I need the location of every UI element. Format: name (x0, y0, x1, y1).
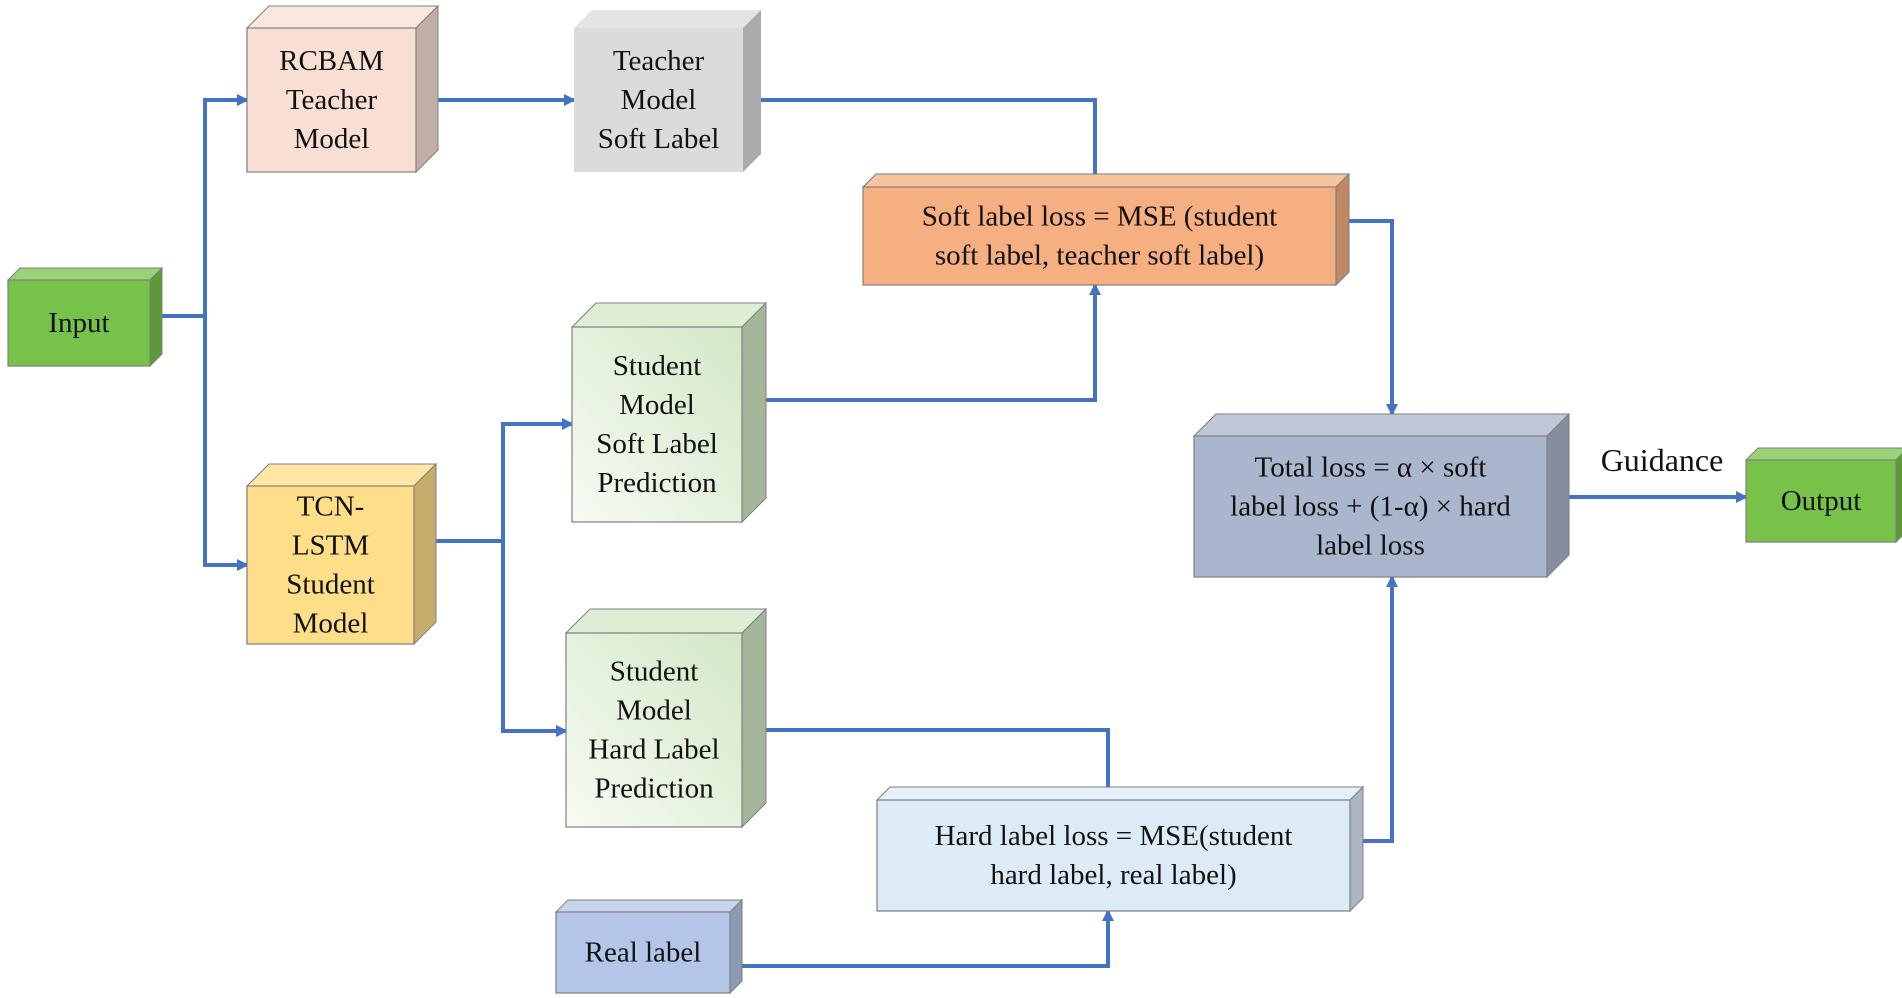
real-label-box-top-face (554, 899, 744, 913)
student-soft-prediction-box-top-face (570, 302, 768, 328)
teacher-soft-label-box-front-face (574, 28, 743, 172)
teacher-model-box-top-face (245, 5, 440, 29)
real-label-box-side-face (729, 898, 743, 995)
teacher-model-box-side-face (415, 4, 439, 174)
student-soft-prediction-box-side-face (741, 301, 767, 524)
student-model-box-side-face (413, 462, 437, 646)
student-soft-prediction-box-front-face (571, 326, 743, 523)
input-box-top-face (6, 267, 164, 281)
total-loss-box-front-face (1193, 435, 1548, 578)
soft-label-loss-box-label-line: Soft label loss = MSE (student (922, 201, 1278, 233)
soft-label-loss-box-front-face (862, 186, 1337, 286)
hard-label-loss-box-side-face (1349, 785, 1364, 913)
total-loss-box-side-face (1546, 412, 1570, 579)
student-hard-prediction-box-top-face (564, 608, 768, 634)
teacher-model-box-label-line: Teacher (286, 84, 378, 116)
hard-label-loss-box: Hard label loss = MSE(student hard label,… (875, 785, 1365, 913)
soft-label-loss-box-label-line: soft label, teacher soft label) (935, 240, 1264, 272)
soft-label-loss-box: Soft label loss = MSE (student soft label… (861, 172, 1351, 287)
input-box-front-face (7, 279, 151, 367)
teacher-model-box-front-face (246, 27, 417, 173)
student-model-box-label-line: LSTM (292, 530, 369, 562)
connector-input-to-student-model (203, 316, 249, 571)
soft-label-loss-box-top-face (861, 173, 1351, 188)
total-loss-box-label-line: label loss + (1-α) × hard (1230, 491, 1511, 523)
total-loss-box-top-face (1192, 413, 1571, 437)
total-loss-box: Total loss = α × soft label loss + (1-α) … (1192, 412, 1571, 579)
hard-label-loss-box-front-face (876, 799, 1351, 912)
output-box-front-face (1745, 459, 1897, 543)
connector-hard-prediction-to-hard-loss (742, 728, 1114, 802)
total-loss-box-label-line: Total loss = α × soft (1255, 452, 1487, 484)
real-label-box-front-face (555, 911, 731, 994)
connector-teacher-soft-label-to-soft-loss (743, 98, 1101, 189)
soft-label-loss-box-side-face (1335, 172, 1350, 287)
student-model-box-label-line: Model (293, 608, 369, 640)
student-soft-prediction-box-label-line: Student (613, 350, 702, 382)
hard-label-loss-box-label-line: Hard label loss = MSE(student (935, 820, 1293, 852)
output-box: Output (1744, 447, 1902, 544)
student-soft-prediction-box-label-line: Prediction (597, 467, 717, 499)
output-box-side-face (1895, 453, 1902, 544)
connector-input-to-teacher-model (203, 94, 249, 316)
teacher-model-box-label-line: Model (294, 123, 370, 155)
real-label-box: Real label (554, 898, 744, 995)
student-model-box-label-line: Student (286, 569, 375, 601)
connector-student-model-to-soft-prediction (501, 418, 574, 541)
teacher-soft-label-box-label-line: Model (621, 84, 697, 116)
teacher-soft-label-box-label-line: Soft Label (598, 123, 720, 155)
hard-label-loss-box-label-line: hard label, real label) (990, 859, 1236, 891)
teacher-soft-label-box-label-line: Teacher (613, 45, 705, 77)
student-hard-prediction-box-side-face (741, 607, 767, 829)
input-box: Input (6, 266, 164, 368)
student-hard-prediction-box-label-line: Hard Label (588, 734, 719, 766)
teacher-model-box-label-line: RCBAM (279, 45, 384, 77)
student-soft-prediction-box-label-line: Model (619, 389, 695, 421)
output-box-label-line: Output (1781, 485, 1862, 517)
hard-label-loss-box-top-face (875, 786, 1365, 801)
student-model-box-front-face (246, 485, 415, 645)
student-hard-prediction-box-label-line: Prediction (594, 773, 714, 805)
connector-hard-loss-to-total-loss (1350, 575, 1398, 843)
real-label-box-label-line: Real label (585, 937, 702, 969)
student-soft-prediction-box-label-line: Soft Label (596, 428, 718, 460)
connector-soft-loss-to-total-loss (1336, 219, 1398, 416)
student-hard-prediction-box-front-face (565, 632, 743, 828)
student-model-box-label-line: TCN- (297, 491, 365, 523)
student-model-box-top-face (245, 463, 438, 487)
student-hard-prediction-box-label-line: Model (616, 695, 692, 727)
connector-real-label-to-hard-loss (730, 909, 1114, 968)
output-box-top-face (1744, 447, 1902, 461)
guidance-edge-label: Guidance (1601, 442, 1724, 478)
input-box-label-line: Input (48, 307, 109, 339)
total-loss-box-label-line: label loss (1316, 530, 1425, 562)
teacher-soft-label-box-top-face (574, 10, 761, 28)
connector-soft-prediction-to-soft-loss (742, 283, 1101, 402)
student-hard-prediction-box-label-line: Student (610, 656, 699, 688)
input-box-side-face (149, 266, 163, 368)
teacher-soft-label-box-side-face (743, 10, 761, 172)
connector-student-model-to-hard-prediction (501, 541, 568, 737)
